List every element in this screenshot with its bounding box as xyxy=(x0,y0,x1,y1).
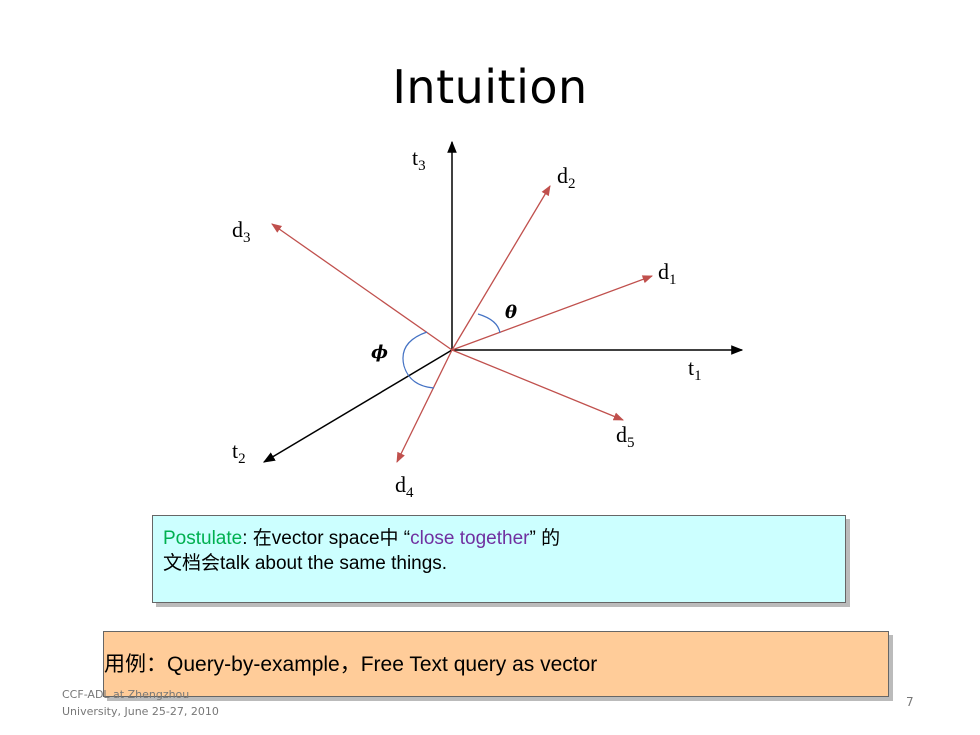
theta-label: θ xyxy=(505,302,517,323)
footer-line-1: CCF-ADL at Zhengzhou xyxy=(62,688,190,701)
axis-t2 xyxy=(262,349,453,463)
postulate-text-1: : 在vector space中 “ xyxy=(242,528,411,549)
postulate-highlight: close together xyxy=(410,528,530,549)
footer-line-2: University, June 25-27, 2010 xyxy=(62,705,219,718)
label-d4: d4 xyxy=(395,472,414,501)
theta-arc xyxy=(477,313,501,334)
label-d5: d5 xyxy=(616,422,635,451)
vector-d4 xyxy=(396,349,453,463)
postulate-label: Postulate xyxy=(163,528,243,549)
phi-arc xyxy=(402,331,435,389)
vector-d2 xyxy=(451,185,551,351)
example-box: 用例：Query-by-example，Free Text query as v… xyxy=(103,631,889,697)
vector-d1 xyxy=(451,275,653,351)
postulate-box: Postulate: 在vector space中 “close togethe… xyxy=(152,515,846,603)
slide-footer: CCF-ADL at Zhengzhou University, June 25… xyxy=(62,686,219,720)
label-t2: t2 xyxy=(232,438,246,467)
vector-d5 xyxy=(451,349,624,421)
label-t1: t1 xyxy=(688,355,702,384)
phi-label: ϕ xyxy=(371,342,388,363)
example-text: 用例：Query-by-example，Free Text query as v… xyxy=(104,653,598,676)
slide-title: Intuition xyxy=(392,60,588,114)
vector-d3 xyxy=(271,223,453,351)
label-d2: d2 xyxy=(557,163,576,192)
postulate-line-2: 文档会talk about the same things. xyxy=(163,553,448,574)
postulate-line-1: Postulate: 在vector space中 “close togethe… xyxy=(163,526,835,551)
label-d3: d3 xyxy=(232,217,251,246)
label-d1: d1 xyxy=(658,259,677,288)
page-number: 7 xyxy=(906,695,914,709)
postulate-text-2: ” 的 xyxy=(529,528,561,549)
label-t3: t3 xyxy=(412,145,426,174)
